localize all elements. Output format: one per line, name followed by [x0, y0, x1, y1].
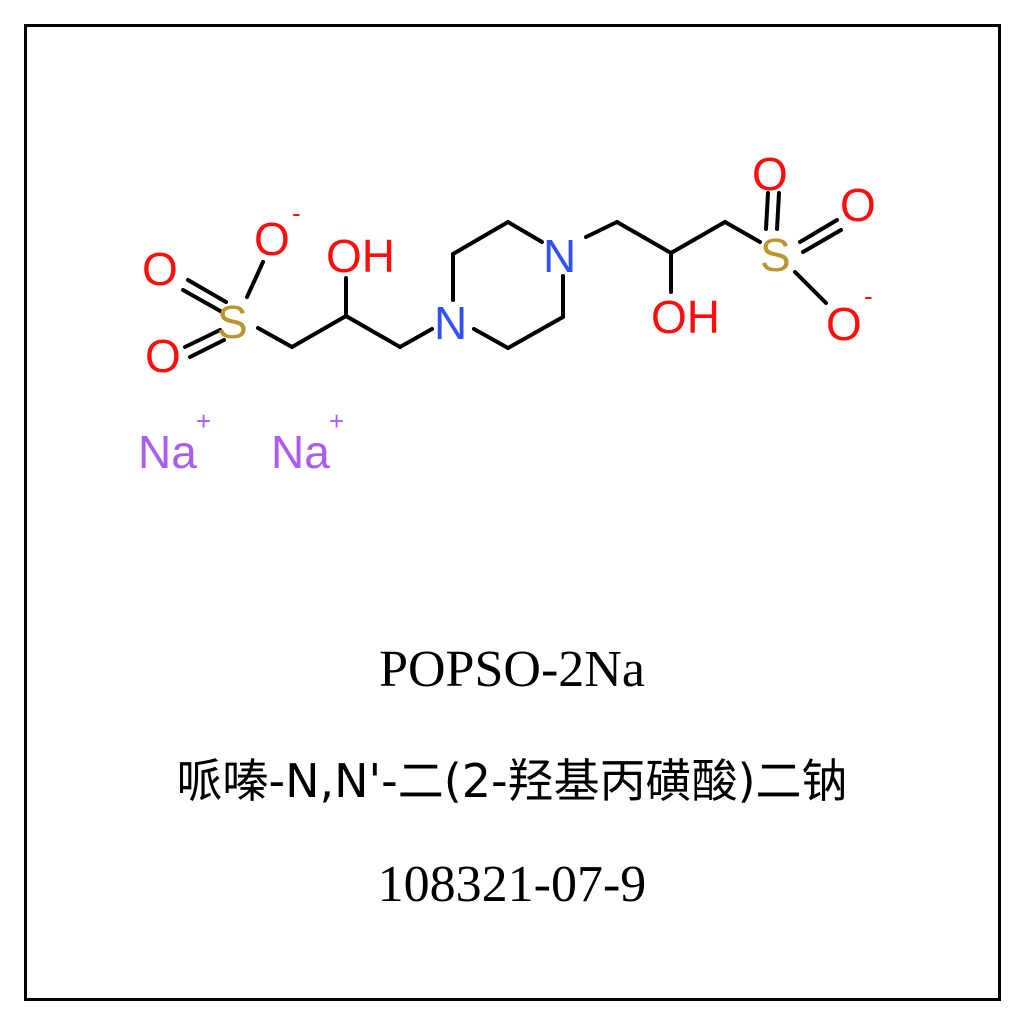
atom-hydroxyl: OH	[326, 230, 395, 282]
compound-abbreviation: POPSO-2Na	[379, 641, 645, 698]
atom-oxygen-anion: O	[826, 298, 862, 350]
atom-nitrogen: N	[434, 297, 467, 349]
atom-sulfur: S	[760, 229, 791, 281]
positive-charge: +	[329, 406, 344, 436]
negative-charge: -	[864, 281, 873, 311]
atom-oxygen: O	[840, 179, 876, 231]
cas-number: 108321-07-9	[377, 856, 647, 913]
atom-oxygen-anion: O	[254, 213, 290, 265]
bonds	[181, 191, 843, 359]
atom-sulfur: S	[217, 296, 248, 348]
atom-nitrogen: N	[543, 230, 576, 282]
atom-oxygen: O	[752, 148, 788, 200]
sodium-ion: Na	[271, 426, 330, 478]
atom-hydroxyl: OH	[651, 291, 720, 343]
figure-frame	[24, 24, 1001, 1001]
compound-chinese-name: 哌嗪-N,N'-二(2-羟基丙磺酸)二钠	[176, 754, 848, 808]
negative-charge: -	[292, 198, 301, 228]
positive-charge: +	[196, 406, 211, 436]
sodium-ion: Na	[138, 426, 197, 478]
atom-oxygen: O	[142, 243, 178, 295]
atom-oxygen: O	[145, 330, 181, 382]
